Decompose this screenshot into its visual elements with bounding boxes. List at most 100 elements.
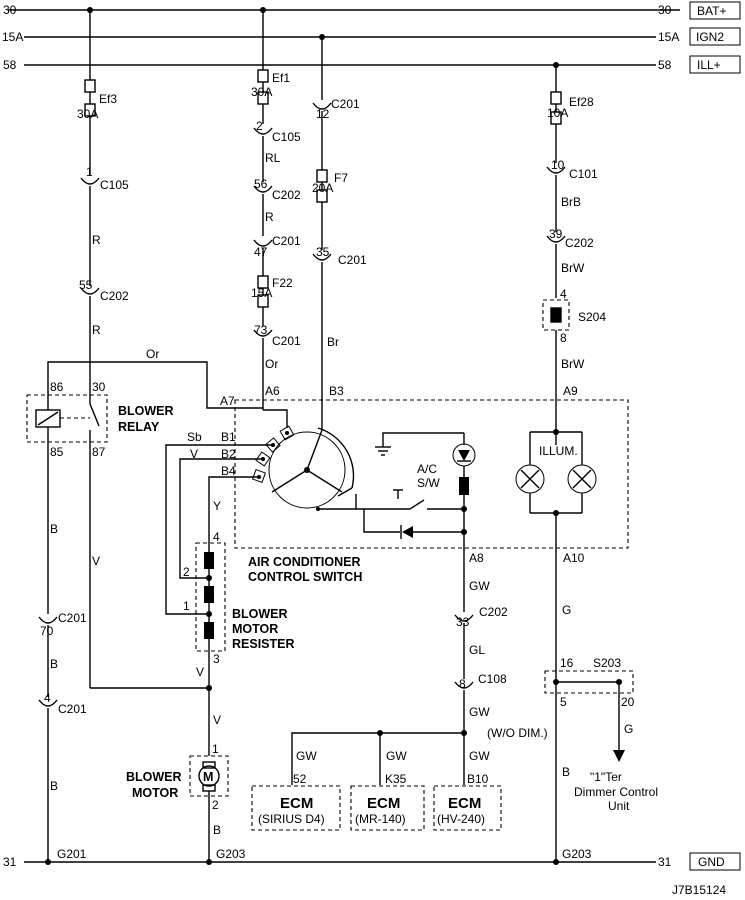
svg-text:10: 10 xyxy=(551,158,565,172)
svg-text:B10: B10 xyxy=(467,772,489,786)
ac-control-switch: AIR CONDITIONER CONTROL SWITCH xyxy=(220,394,629,584)
svg-text:15A: 15A xyxy=(251,286,272,300)
wire-v-relay: V V xyxy=(89,442,212,691)
svg-text:(HV-240): (HV-240) xyxy=(437,812,485,826)
svg-text:K35: K35 xyxy=(385,772,407,786)
svg-text:M: M xyxy=(203,770,213,784)
ecm-hv240: B10 ECM (HV-240) xyxy=(433,772,502,831)
ac-switch: A/C S/W xyxy=(318,462,467,512)
svg-text:47: 47 xyxy=(254,245,268,259)
blower-relay: 86 30 85 87 BLOWER RELAY xyxy=(26,380,174,459)
svg-text:Y: Y xyxy=(213,499,221,513)
svg-text:BLOWER: BLOWER xyxy=(118,404,174,418)
svg-text:5: 5 xyxy=(560,695,567,709)
svg-text:8: 8 xyxy=(459,677,466,691)
svg-text:2: 2 xyxy=(256,119,263,133)
svg-text:20A: 20A xyxy=(312,181,333,195)
svg-text:C202: C202 xyxy=(479,605,508,619)
wire-or-relay: Or xyxy=(47,347,263,409)
svg-text:C201: C201 xyxy=(331,97,360,111)
svg-text:ECM: ECM xyxy=(367,795,400,812)
fuse-ef3-label: Ef3 xyxy=(99,92,117,106)
svg-text:C202: C202 xyxy=(100,289,129,303)
wire-g-dimmer: G 16 S203 5 20 G B "1"Ter Dimmer Control… xyxy=(544,548,658,862)
svg-text:B: B xyxy=(562,765,570,779)
svg-text:C202: C202 xyxy=(272,188,301,202)
svg-text:R: R xyxy=(92,233,101,247)
ecm-mr140: K35 ECM (MR-140) xyxy=(350,772,425,831)
svg-text:C201: C201 xyxy=(272,234,301,248)
figure-id: J7B15124 xyxy=(672,883,726,897)
svg-text:B3: B3 xyxy=(329,384,344,398)
svg-text:85: 85 xyxy=(50,445,64,459)
svg-text:30A: 30A xyxy=(251,85,272,99)
diode xyxy=(363,509,467,539)
svg-text:(W/O DIM.): (W/O DIM.) xyxy=(487,726,548,740)
svg-text:V: V xyxy=(213,713,221,727)
bat-tag: BAT+ xyxy=(697,4,726,18)
svg-text:16: 16 xyxy=(560,656,574,670)
svg-text:MOTOR: MOTOR xyxy=(132,786,178,800)
svg-text:58: 58 xyxy=(3,58,17,72)
blower-speed-rotary-switch xyxy=(251,425,355,511)
svg-text:A6: A6 xyxy=(265,384,280,398)
svg-text:B: B xyxy=(50,522,58,536)
svg-text:73: 73 xyxy=(254,323,268,337)
svg-text:GW: GW xyxy=(386,749,407,763)
branch-ef3: Ef3 30A 1 C105 R 55 C202 R xyxy=(77,10,129,393)
svg-text:GW: GW xyxy=(469,705,490,719)
svg-text:12: 12 xyxy=(316,107,330,121)
svg-text:4: 4 xyxy=(560,287,567,301)
svg-text:Br: Br xyxy=(327,335,339,349)
svg-text:2: 2 xyxy=(183,565,190,579)
branch-ef28: Ef28 10A 10 C101 BrB 39 C202 BrW 4 8 S20… xyxy=(542,65,606,432)
svg-text:C201: C201 xyxy=(272,334,301,348)
svg-text:86: 86 xyxy=(50,380,64,394)
svg-text:AIR CONDITIONER: AIR CONDITIONER xyxy=(248,555,361,569)
svg-text:GW: GW xyxy=(469,579,490,593)
svg-text:4: 4 xyxy=(213,530,220,544)
svg-text:30: 30 xyxy=(658,3,672,17)
svg-text:BLOWER: BLOWER xyxy=(126,770,182,784)
wire-sb: Sb xyxy=(165,430,273,615)
svg-text:33: 33 xyxy=(456,615,470,629)
branch-f7: 12 C201 F7 20A 35 C201 Br B3 xyxy=(312,37,367,430)
svg-text:C105: C105 xyxy=(272,130,301,144)
svg-text:C201: C201 xyxy=(338,253,367,267)
splice-s204-label: S204 xyxy=(578,310,606,324)
svg-text:F7: F7 xyxy=(334,171,348,185)
svg-text:70: 70 xyxy=(40,624,54,638)
svg-text:C201: C201 xyxy=(58,702,87,716)
wire-y-b4: Y xyxy=(208,476,259,548)
ign2-tag: IGN2 xyxy=(696,30,724,44)
svg-text:C201: C201 xyxy=(58,611,87,625)
rail-15a: 15A 15A IGN2 xyxy=(2,27,741,46)
svg-text:A8: A8 xyxy=(469,551,484,565)
wire-gw-ecm: GW 33 C202 GL 8 C108 GW (W/O DIM.) GW GW… xyxy=(291,548,548,785)
svg-text:RL: RL xyxy=(265,151,281,165)
svg-text:V: V xyxy=(196,665,204,679)
svg-text:G: G xyxy=(624,722,633,736)
svg-text:G203: G203 xyxy=(216,847,246,861)
svg-text:"1"Ter: "1"Ter xyxy=(590,770,622,784)
svg-text:BLOWER: BLOWER xyxy=(232,607,288,621)
wire-b-relay-ground: B 70 C201 B 4 C201 B G201 xyxy=(38,442,87,862)
svg-text:BrW: BrW xyxy=(561,357,585,371)
svg-text:A7: A7 xyxy=(220,394,235,408)
svg-text:(SIRIUS D4): (SIRIUS D4) xyxy=(258,812,325,826)
svg-text:Or: Or xyxy=(265,357,278,371)
svg-text:A/C: A/C xyxy=(417,462,437,476)
svg-text:B4: B4 xyxy=(221,464,236,478)
svg-text:G: G xyxy=(562,603,571,617)
svg-text:V: V xyxy=(92,554,100,568)
svg-text:Dimmer Control: Dimmer Control xyxy=(574,785,658,799)
svg-text:B: B xyxy=(213,823,221,837)
svg-text:A10: A10 xyxy=(563,551,585,565)
svg-text:20: 20 xyxy=(621,695,635,709)
svg-text:31: 31 xyxy=(3,855,17,869)
svg-text:39: 39 xyxy=(549,227,563,241)
svg-text:Unit: Unit xyxy=(608,799,630,813)
svg-text:GW: GW xyxy=(296,749,317,763)
svg-text:C202: C202 xyxy=(565,236,594,250)
svg-text:30: 30 xyxy=(3,3,17,17)
